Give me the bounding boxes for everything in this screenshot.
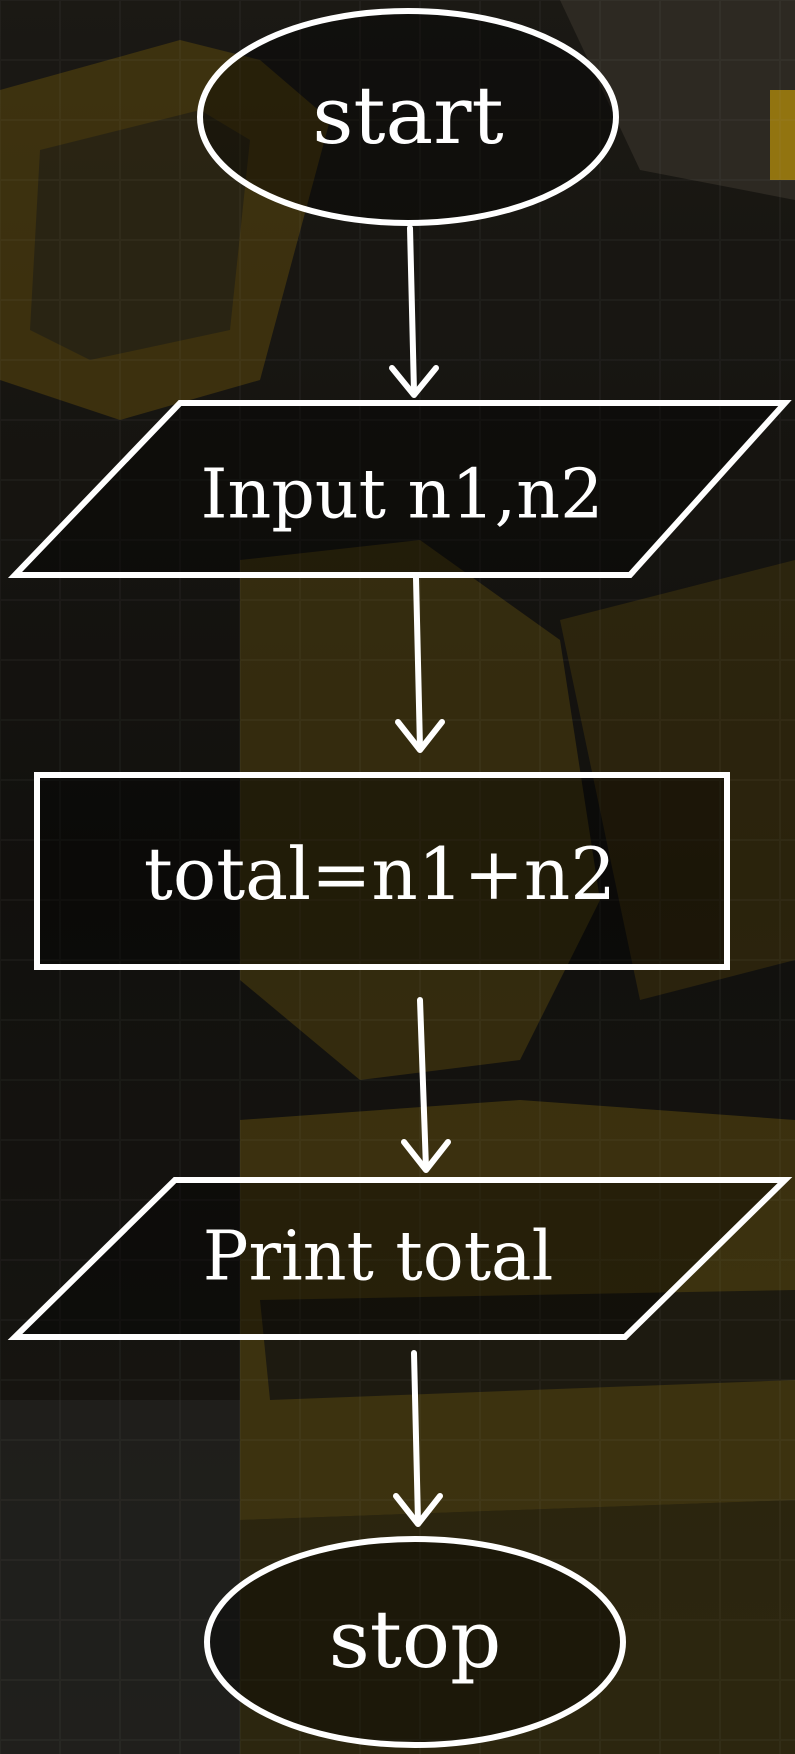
arrow-start-to-input bbox=[389, 225, 439, 398]
output-node: Print total bbox=[7, 1177, 793, 1340]
output-label: Print total bbox=[203, 1218, 554, 1297]
process-label: total=n1+n2 bbox=[144, 832, 616, 916]
arrow-process-to-output bbox=[401, 997, 451, 1173]
input-node: Input n1,n2 bbox=[7, 400, 792, 578]
arrow-input-to-process bbox=[395, 575, 445, 753]
stop-label: stop bbox=[329, 1593, 502, 1686]
arrow-output-to-stop bbox=[393, 1350, 443, 1527]
start-label: start bbox=[312, 69, 503, 162]
stop-node: stop bbox=[204, 1536, 626, 1748]
start-node: start bbox=[197, 8, 619, 226]
process-node: total=n1+n2 bbox=[34, 772, 730, 970]
input-label: Input n1,n2 bbox=[201, 456, 604, 535]
